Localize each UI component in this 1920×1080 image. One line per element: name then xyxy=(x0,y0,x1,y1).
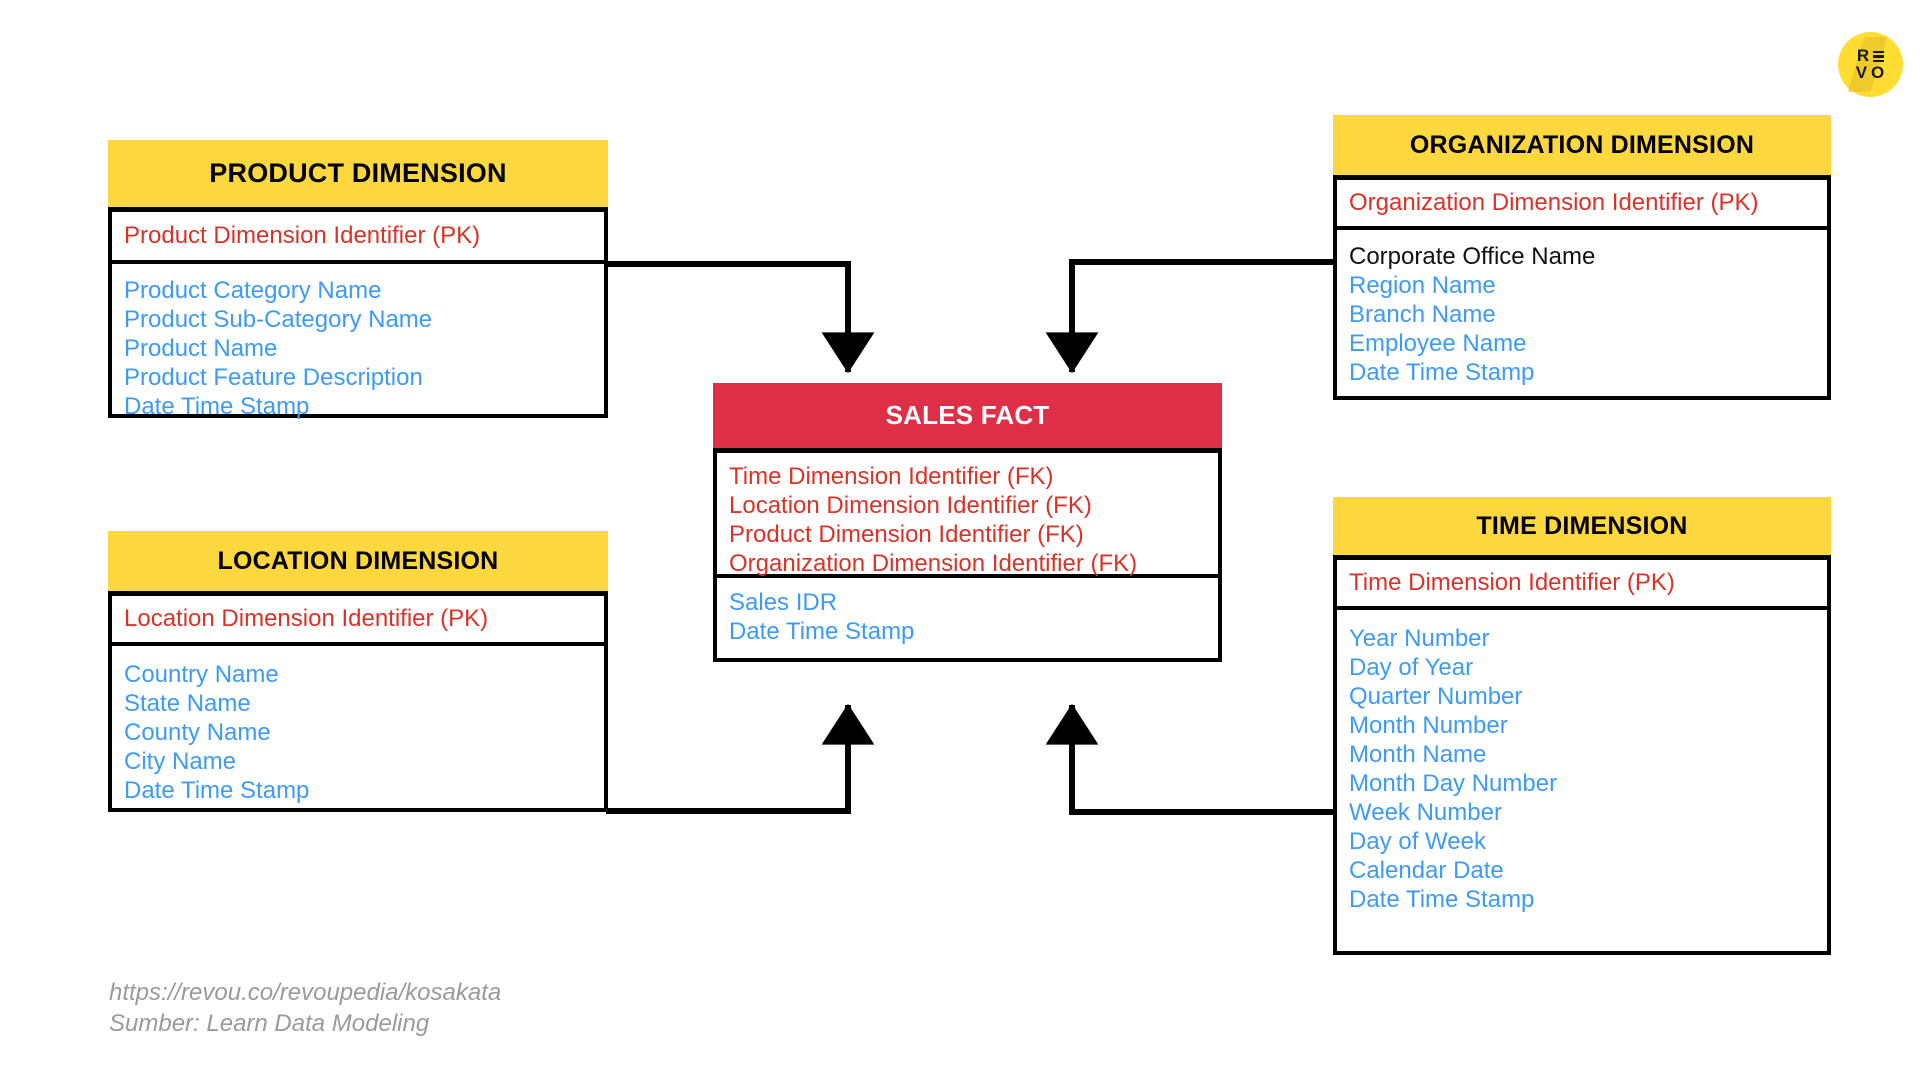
attribute-row: Day of Year xyxy=(1349,654,1474,682)
attribute-row: Date Time Stamp xyxy=(1349,359,1535,387)
footer-source: Sumber: Learn Data Modeling xyxy=(109,1009,430,1037)
primary-key-section-product: Product Dimension Identifier (PK) xyxy=(108,207,608,264)
foreign-key-row: Time Dimension Identifier (FK) xyxy=(729,463,1054,490)
primary-key-product: Product Dimension Identifier (PK) xyxy=(124,222,481,249)
attribute-row: Corporate Office Name xyxy=(1349,243,1596,270)
primary-key-section-time: Time Dimension Identifier (PK) xyxy=(1333,555,1831,610)
entity-title-time: TIME DIMENSION xyxy=(1333,497,1831,555)
logo-letter-r: R xyxy=(1856,46,1871,66)
attribute-row: Product Feature Description xyxy=(124,364,423,392)
primary-key-section-organization: Organization Dimension Identifier (PK) xyxy=(1333,175,1831,230)
attribute-row: Month Name xyxy=(1349,741,1487,769)
foreign-key-row: Organization Dimension Identifier (FK) xyxy=(729,550,1138,578)
entity-title-location: LOCATION DIMENSION xyxy=(108,531,608,591)
attribute-row: Region Name xyxy=(1349,272,1496,300)
attribute-row: Product Name xyxy=(124,335,278,363)
entity-product-dimension[interactable]: PRODUCT DIMENSION Product Dimension Iden… xyxy=(108,140,608,421)
primary-key-section-location: Location Dimension Identifier (PK) xyxy=(108,591,608,646)
entity-sales-fact[interactable]: SALES FACT Time Dimension Identifier (FK… xyxy=(713,383,1222,662)
attribute-row: City Name xyxy=(124,748,237,776)
attribute-row: Month Day Number xyxy=(1349,770,1558,798)
logo-letter-o: O xyxy=(1871,62,1886,82)
attribute-section-location: Country Name State Name County Name City… xyxy=(108,646,608,812)
logo-lettermark: R V O xyxy=(1838,32,1903,97)
attribute-row: Month Number xyxy=(1349,712,1508,740)
attribute-row: Quarter Number xyxy=(1349,683,1523,711)
attribute-row: Date Time Stamp xyxy=(124,393,310,421)
attribute-section-time: Year Number Day of Year Quarter Number M… xyxy=(1333,610,1831,955)
logo-bars-icon xyxy=(1873,50,1885,63)
logo-row-top: R xyxy=(1856,46,1885,66)
entity-title-product: PRODUCT DIMENSION xyxy=(108,140,608,207)
attribute-row: Employee Name xyxy=(1349,330,1527,358)
attribute-row: Product Sub-Category Name xyxy=(124,306,433,334)
footer-url: https://revou.co/revoupedia/kosakata xyxy=(109,979,502,1006)
foreign-key-row: Location Dimension Identifier (FK) xyxy=(729,492,1092,520)
entity-time-dimension[interactable]: TIME DIMENSION Time Dimension Identifier… xyxy=(1333,497,1831,955)
measure-row: Date Time Stamp xyxy=(729,618,915,646)
attribute-row: Week Number xyxy=(1349,799,1502,827)
attribute-row: Product Category Name xyxy=(124,277,382,304)
attribute-row: Calendar Date xyxy=(1349,857,1504,885)
measure-row: Sales IDR xyxy=(729,589,838,616)
attribute-row: County Name xyxy=(124,719,271,747)
entity-title-sales-fact: SALES FACT xyxy=(713,383,1222,448)
measure-section-sales-fact: Sales IDR Date Time Stamp xyxy=(713,578,1222,662)
entity-title-organization: ORGANIZATION DIMENSION xyxy=(1333,115,1831,175)
foreign-key-section-sales-fact: Time Dimension Identifier (FK) Location … xyxy=(713,448,1222,578)
attribute-row: Country Name xyxy=(124,661,279,688)
attribute-row: Branch Name xyxy=(1349,301,1496,329)
primary-key-time: Time Dimension Identifier (PK) xyxy=(1349,569,1675,596)
primary-key-organization: Organization Dimension Identifier (PK) xyxy=(1349,189,1759,216)
attribute-section-product: Product Category Name Product Sub-Catego… xyxy=(108,264,608,421)
footer-caption: https://revou.co/revoupedia/kosakata Sum… xyxy=(109,978,501,1039)
connector-product-to-sales-fact xyxy=(606,261,875,374)
attribute-section-organization: Corporate Office Name Region Name Branch… xyxy=(1333,230,1831,400)
revou-logo: R V O xyxy=(1838,32,1903,97)
primary-key-location: Location Dimension Identifier (PK) xyxy=(124,605,489,632)
attribute-row: Year Number xyxy=(1349,625,1490,652)
foreign-key-row: Product Dimension Identifier (FK) xyxy=(729,521,1084,549)
attribute-row: State Name xyxy=(124,690,251,718)
entity-location-dimension[interactable]: LOCATION DIMENSION Location Dimension Id… xyxy=(108,531,608,812)
entity-organization-dimension[interactable]: ORGANIZATION DIMENSION Organization Dime… xyxy=(1333,115,1831,400)
connector-organization-to-sales-fact xyxy=(1045,259,1334,374)
attribute-row: Date Time Stamp xyxy=(124,777,310,805)
connector-location-to-sales-fact xyxy=(606,703,875,814)
logo-row-bottom: V O xyxy=(1855,62,1886,82)
attribute-row: Date Time Stamp xyxy=(1349,886,1535,914)
attribute-row: Day of Week xyxy=(1349,828,1486,856)
logo-letter-v: V xyxy=(1855,62,1869,82)
connector-time-to-sales-fact xyxy=(1045,703,1334,815)
